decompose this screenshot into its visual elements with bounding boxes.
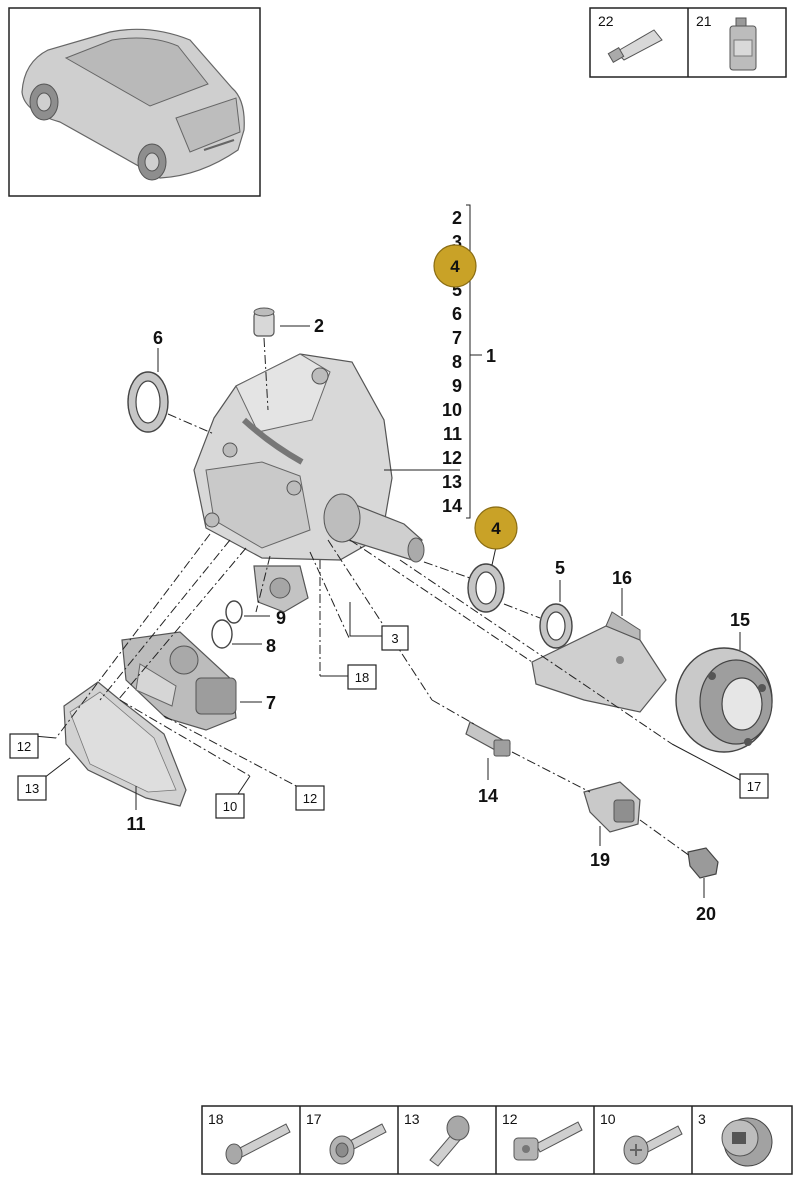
callout-15[interactable]: 15	[730, 610, 750, 630]
group-list-item: 14	[442, 496, 462, 516]
group-list-item: 8	[452, 352, 462, 372]
fastener-cell-number: 18	[208, 1111, 224, 1127]
group-list-item: 3	[452, 232, 462, 252]
part-5-ring: 5	[503, 558, 573, 649]
group-list-item: 7	[452, 328, 462, 348]
group-list: 2 3 4 5 6 7 8 9 10 11 12 13 14 1	[442, 204, 496, 519]
callout-8[interactable]: 8	[266, 636, 276, 656]
group-list-item: 12	[442, 448, 462, 468]
part-15-cover: 15	[675, 610, 773, 753]
callout-11[interactable]: 11	[126, 814, 145, 834]
boxed-ref-label: 12	[303, 791, 317, 806]
fastener-cell-10[interactable]: 10	[600, 1111, 683, 1165]
group-list-item: 2	[452, 208, 462, 228]
group-list-item: 9	[452, 376, 462, 396]
boxed-ref-17[interactable]: 17	[671, 743, 769, 799]
fastener-cell-number: 13	[404, 1111, 420, 1127]
callout-20[interactable]: 20	[696, 904, 716, 924]
group-list-item: 5	[452, 280, 462, 300]
fastener-cell-number: 3	[698, 1111, 706, 1127]
highlight-marker-list[interactable]: 4	[433, 244, 477, 288]
transfer-case-housing	[193, 353, 460, 563]
highlight-label: 4	[450, 257, 460, 276]
highlight-circle	[433, 244, 477, 288]
materials-cell-number: 22	[598, 13, 614, 29]
callout-16[interactable]: 16	[612, 568, 632, 588]
part-6-seal: 6	[127, 328, 215, 435]
fastener-cell-18[interactable]: 18	[208, 1111, 291, 1165]
part-9-oring: 9	[225, 600, 286, 628]
group-list-item: 10	[442, 400, 462, 420]
flange-bolt-icon	[329, 1123, 387, 1165]
part-2-breather: 2	[253, 307, 324, 411]
countersunk-screw-icon	[429, 1115, 470, 1167]
plug-icon	[721, 1117, 773, 1167]
materials-table: 22 21	[589, 7, 787, 78]
oil-bottle-icon	[729, 17, 757, 71]
assembly-lines	[55, 533, 691, 857]
boxed-ref-10[interactable]: 10	[215, 775, 251, 819]
callout-2[interactable]: 2	[314, 316, 324, 336]
torx-screw-icon	[623, 1125, 683, 1165]
part-8-oring: 8	[211, 619, 276, 656]
group-bracket	[466, 204, 471, 519]
highlight-marker-part[interactable]: 4	[474, 506, 518, 550]
fastener-table: 18 17 13 12	[201, 1105, 793, 1175]
part-11-plate: 11	[63, 681, 187, 834]
long-bolt-icon	[225, 1123, 291, 1165]
boxed-ref-label: 12	[17, 739, 31, 754]
callout-6[interactable]: 6	[153, 328, 163, 348]
materials-cell-22[interactable]: 22	[598, 13, 663, 64]
callout-7[interactable]: 7	[266, 693, 276, 713]
fastener-cell-3[interactable]: 3	[698, 1111, 773, 1167]
part-20-plug: 20	[687, 847, 719, 924]
fastener-cell-13[interactable]: 13	[404, 1111, 470, 1167]
grease-tube-icon	[607, 29, 663, 64]
boxed-ref-label: 18	[355, 670, 369, 685]
group-list-item: 11	[443, 424, 462, 444]
boxed-ref-12-left[interactable]: 12	[9, 733, 57, 759]
vehicle-thumbnail	[8, 7, 261, 197]
part-4-seal	[423, 546, 505, 613]
highlight-circle	[474, 506, 518, 550]
callout-1[interactable]: 1	[486, 346, 496, 366]
callout-14[interactable]: 14	[478, 786, 498, 806]
fastener-cell-number: 17	[306, 1111, 322, 1127]
part-16-shield: 16	[531, 568, 667, 713]
boxed-ref-13[interactable]: 13	[17, 757, 71, 801]
fastener-cell-number: 10	[600, 1111, 616, 1127]
boxed-ref-18[interactable]: 18	[320, 664, 377, 690]
callout-19[interactable]: 19	[590, 850, 610, 870]
boxed-ref-label: 3	[391, 631, 398, 646]
part-7-actuator: 7	[121, 631, 276, 731]
materials-cell-21[interactable]: 21	[696, 13, 757, 71]
pump-part	[253, 565, 309, 613]
boxed-ref-12-right[interactable]: 12	[295, 785, 325, 811]
fastener-cell-number: 12	[502, 1111, 518, 1127]
socket-bolt-icon	[513, 1121, 583, 1161]
boxed-ref-3[interactable]: 3	[349, 602, 409, 651]
part-19-connector: 19	[583, 781, 641, 870]
fastener-cell-17[interactable]: 17	[306, 1111, 387, 1165]
callout-5[interactable]: 5	[555, 558, 565, 578]
callout-9[interactable]: 9	[276, 608, 286, 628]
fastener-cell-12[interactable]: 12	[502, 1111, 583, 1161]
boxed-ref-label: 10	[223, 799, 237, 814]
group-list-item: 13	[442, 472, 462, 492]
part-14-sensor: 14	[465, 721, 511, 806]
highlight-label: 4	[491, 519, 501, 538]
materials-cell-number: 21	[696, 13, 712, 29]
boxed-ref-label: 17	[747, 779, 761, 794]
boxed-ref-label: 13	[25, 781, 39, 796]
suv-icon	[21, 28, 245, 181]
group-list-item: 6	[452, 304, 462, 324]
